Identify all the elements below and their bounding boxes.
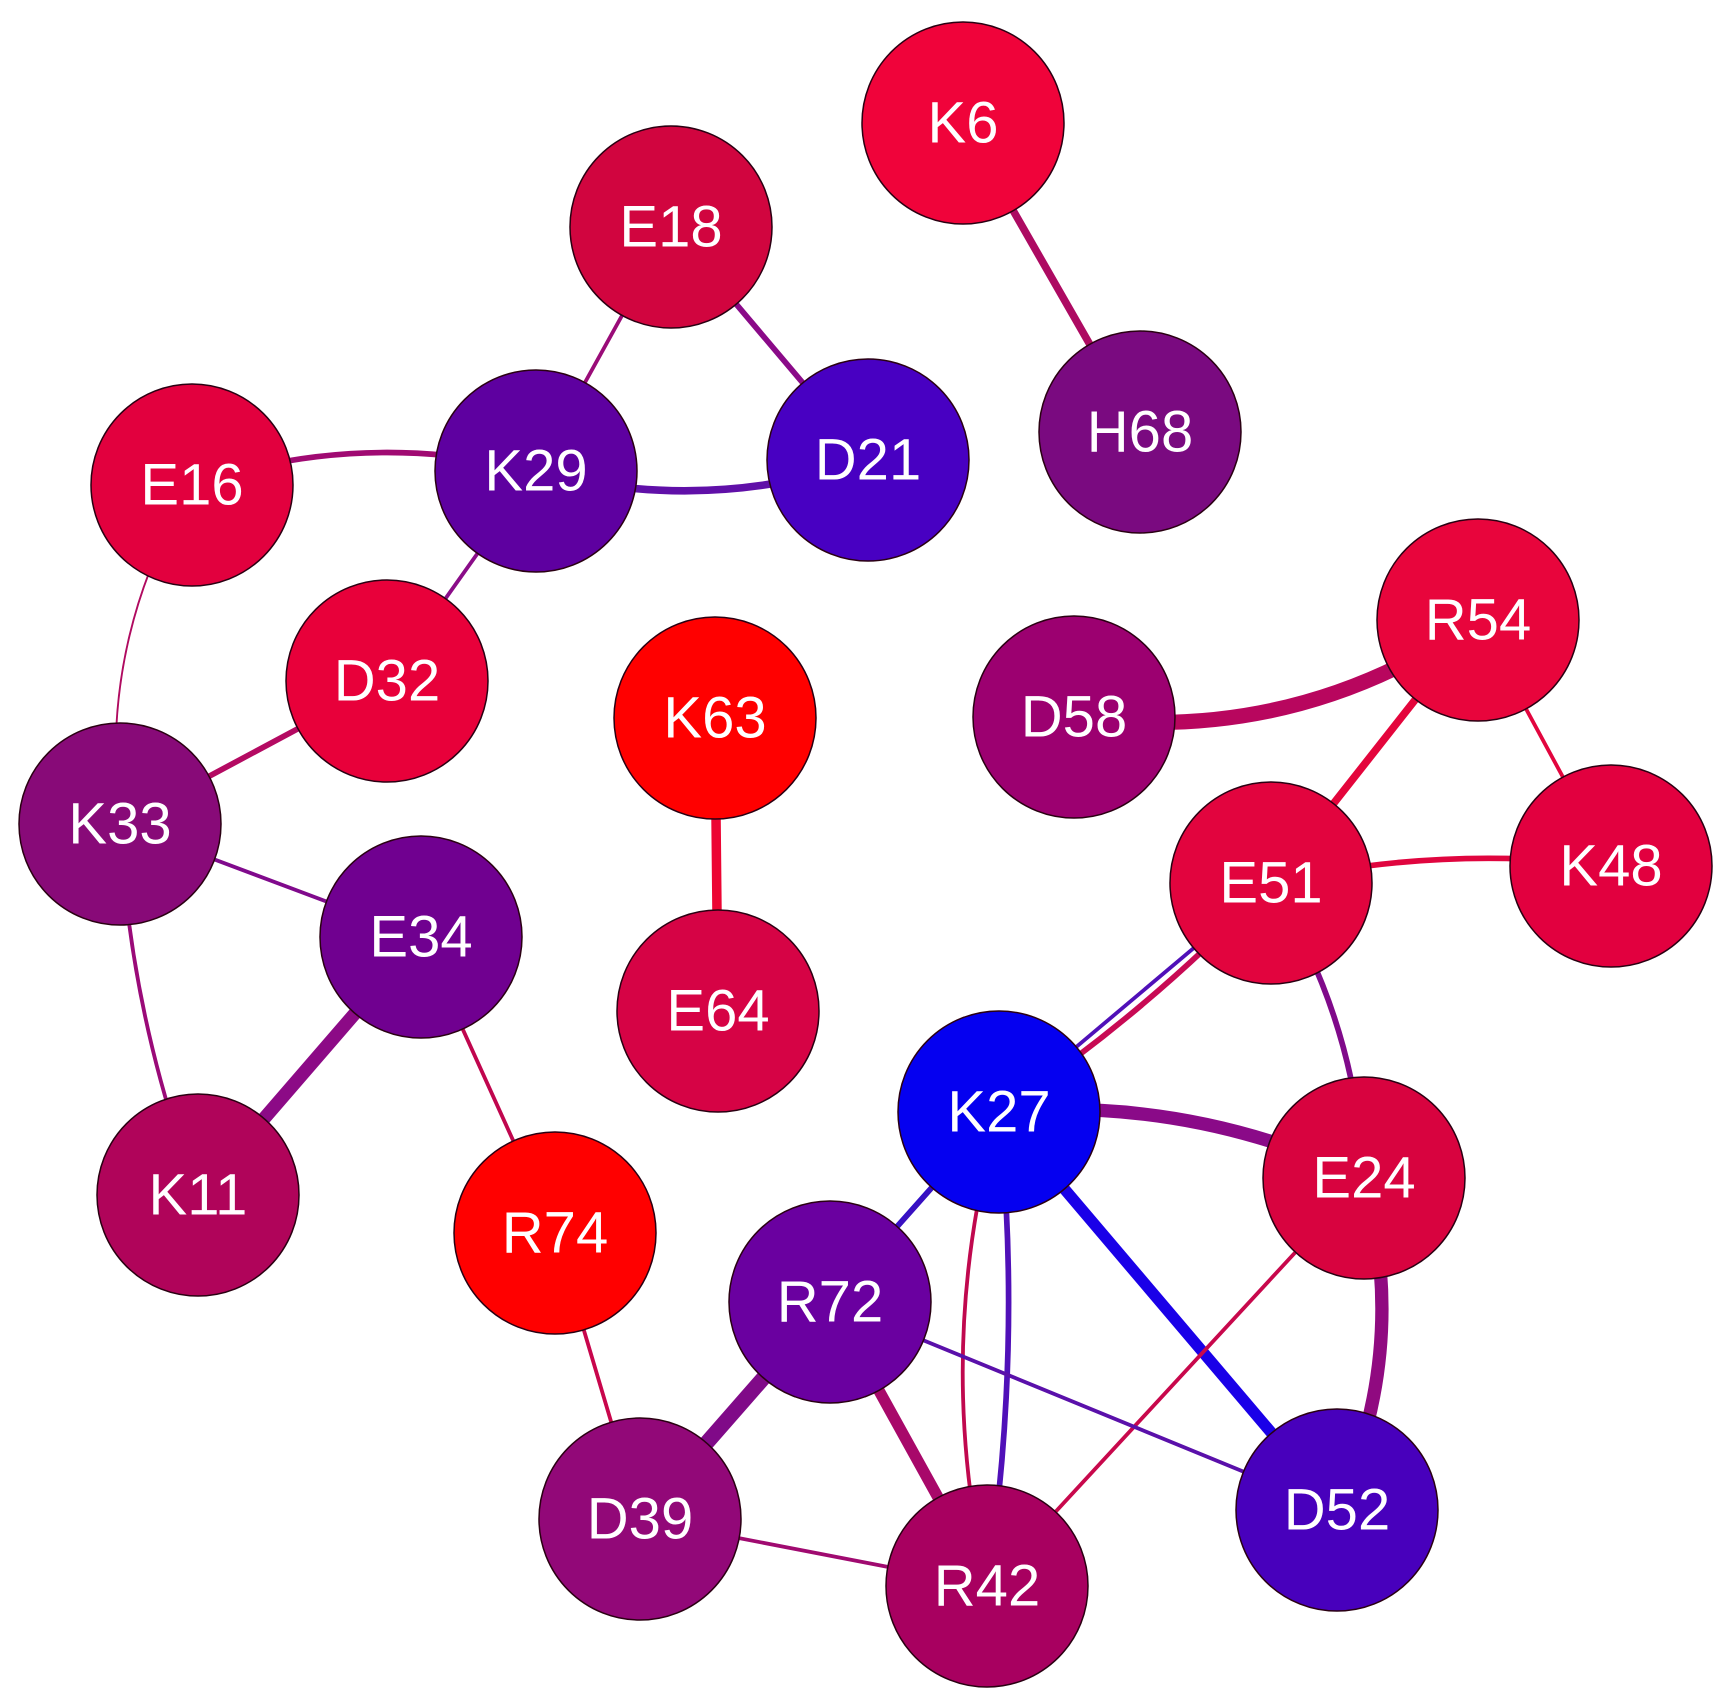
node-circle-H68 <box>1038 330 1242 534</box>
node-R42: R42 <box>885 1484 1089 1688</box>
node-R72: R72 <box>728 1200 932 1404</box>
node-circle-D52 <box>1235 1408 1439 1612</box>
node-circle-K33 <box>18 722 222 926</box>
node-circle-R74 <box>453 1131 657 1335</box>
node-circle-K29 <box>434 369 638 573</box>
node-D58: D58 <box>972 615 1176 819</box>
node-circle-D21 <box>766 358 970 562</box>
node-H68: H68 <box>1038 330 1242 534</box>
node-label-D52: D52 <box>1284 1478 1390 1543</box>
node-E18: E18 <box>569 125 773 329</box>
node-label-K11: K11 <box>149 1163 248 1228</box>
node-circle-K48 <box>1509 764 1713 968</box>
node-D21: D21 <box>766 358 970 562</box>
node-D32: D32 <box>285 579 489 783</box>
node-label-E18: E18 <box>619 195 722 260</box>
node-circle-E64 <box>616 909 820 1113</box>
node-label-K6: K6 <box>928 91 999 156</box>
node-E34: E34 <box>319 835 523 1039</box>
node-label-R72: R72 <box>777 1270 883 1335</box>
node-label-K33: K33 <box>68 792 171 857</box>
node-label-D39: D39 <box>587 1487 693 1552</box>
node-label-H68: H68 <box>1087 400 1193 465</box>
node-circle-R54 <box>1376 518 1580 722</box>
node-label-E64: E64 <box>666 979 769 1044</box>
node-circle-R72 <box>728 1200 932 1404</box>
node-label-K29: K29 <box>484 439 587 504</box>
node-E51: E51 <box>1169 781 1373 985</box>
node-circle-E34 <box>319 835 523 1039</box>
node-K33: K33 <box>18 722 222 926</box>
node-label-E16: E16 <box>140 453 243 518</box>
node-K48: K48 <box>1509 764 1713 968</box>
node-label-K48: K48 <box>1559 834 1662 899</box>
node-label-D58: D58 <box>1021 685 1127 750</box>
node-label-E51: E51 <box>1219 851 1322 916</box>
node-K11: K11 <box>96 1093 300 1297</box>
node-label-R54: R54 <box>1425 588 1531 653</box>
node-K6: K6 <box>861 21 1065 225</box>
node-circle-E51 <box>1169 781 1373 985</box>
node-label-D32: D32 <box>334 649 440 714</box>
node-K63: K63 <box>613 616 817 820</box>
node-K29: K29 <box>434 369 638 573</box>
node-K27: K27 <box>897 1010 1101 1214</box>
node-E16: E16 <box>90 383 294 587</box>
node-circle-K11 <box>96 1093 300 1297</box>
node-label-D21: D21 <box>815 428 921 493</box>
node-circle-D39 <box>538 1417 742 1621</box>
node-label-R74: R74 <box>502 1201 608 1266</box>
node-E24: E24 <box>1262 1076 1466 1280</box>
node-D52: D52 <box>1235 1408 1439 1612</box>
node-E64: E64 <box>616 909 820 1113</box>
node-R74: R74 <box>453 1131 657 1335</box>
node-circle-D58 <box>972 615 1176 819</box>
node-circle-K63 <box>613 616 817 820</box>
node-circle-K27 <box>897 1010 1101 1214</box>
node-circle-E24 <box>1262 1076 1466 1280</box>
node-circle-R42 <box>885 1484 1089 1688</box>
node-circle-E16 <box>90 383 294 587</box>
node-label-K63: K63 <box>663 686 766 751</box>
node-label-R42: R42 <box>934 1554 1040 1619</box>
node-D39: D39 <box>538 1417 742 1621</box>
node-label-K27: K27 <box>947 1080 1050 1145</box>
node-circle-E18 <box>569 125 773 329</box>
node-label-E24: E24 <box>1312 1146 1415 1211</box>
node-circle-K6 <box>861 21 1065 225</box>
node-label-E34: E34 <box>369 905 472 970</box>
node-R54: R54 <box>1376 518 1580 722</box>
node-circle-D32 <box>285 579 489 783</box>
